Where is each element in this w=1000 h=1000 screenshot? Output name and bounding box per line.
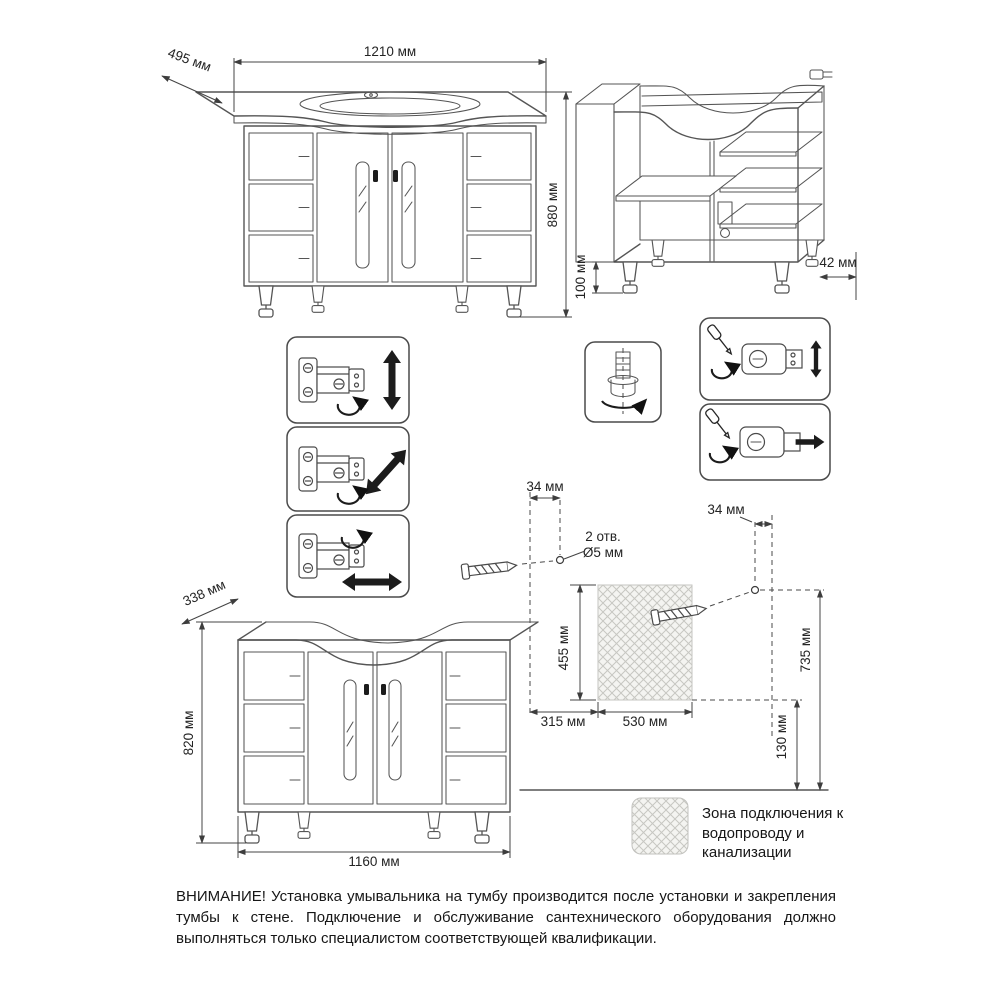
countertop <box>195 91 547 128</box>
cabinet-leg <box>805 239 819 267</box>
rear-width-label: 1160 мм <box>348 854 399 869</box>
turn-arrow-icon <box>708 445 740 464</box>
hinge-depth-adjust-box <box>286 426 413 512</box>
hinge-cup-icon <box>739 426 801 458</box>
bottom-offset-label: 130 мм <box>774 715 789 760</box>
leg-height-label: 100 мм <box>573 255 588 300</box>
back-panel <box>639 84 825 241</box>
hinge-cup-icon <box>741 343 803 375</box>
turn-arrow-icon <box>336 396 369 416</box>
cabinet-leg <box>774 261 790 294</box>
cabinet-body <box>243 125 537 287</box>
turn-arrow-icon <box>710 361 742 380</box>
mounting-hole <box>555 555 565 565</box>
offset-top-right-label: 34 мм <box>707 502 744 517</box>
rotate-arrow-icon <box>601 398 648 415</box>
rear-doors <box>307 651 443 805</box>
door-handle <box>364 684 369 695</box>
screw-icon <box>460 557 519 581</box>
warning-text: ВНИМАНИЕ! Установка умывальника на тумбу… <box>176 888 836 947</box>
front-view: 1210 мм 495 мм 880 мм <box>161 44 572 318</box>
hinge-mount-vertical-box <box>699 317 831 401</box>
cabinet-leg <box>455 285 469 313</box>
wall-gap-label: 42 мм <box>819 255 856 270</box>
wall-fixing-bolt-icon <box>809 69 833 80</box>
door-handle <box>381 684 386 695</box>
top-rail <box>641 91 823 107</box>
rear-view: 338 мм 820 мм 1160 мм <box>181 577 539 869</box>
pipe-hole <box>719 227 731 239</box>
basin-rim <box>299 91 481 117</box>
offset-top-left-label: 34 мм <box>526 479 563 494</box>
internal-view: 100 мм 42 мм <box>573 69 857 300</box>
cabinet-leg <box>622 261 638 294</box>
legend-hatch-swatch <box>631 797 689 855</box>
left-offset-label: 315 мм <box>541 714 586 729</box>
hinge-adjustment-diagrams <box>286 336 413 598</box>
rear-depth-label: 338 мм <box>181 577 228 609</box>
rear-height-label: 820 мм <box>181 711 196 756</box>
holes-height-label: 735 мм <box>798 628 813 673</box>
legend-zone-text: Зона подключения к водопроводу и канализ… <box>702 805 844 861</box>
holes-diameter-label: Ø5 мм <box>583 545 623 560</box>
front-depth-label: 495 мм <box>166 45 213 74</box>
zone-width-label: 530 мм <box>623 714 668 729</box>
faucet-hole <box>363 91 379 99</box>
cabinet-leg <box>474 811 490 844</box>
front-left-drawers <box>248 132 314 283</box>
middle-divider <box>709 140 715 262</box>
front-right-drawers <box>466 132 532 283</box>
pipe-opening <box>717 201 733 225</box>
middle-shelf <box>615 175 737 202</box>
zone-height-label: 455 мм <box>556 626 571 671</box>
hinge-vertical-adjust-box <box>286 336 410 424</box>
wall-mounting-diagram: 34 мм 34 мм 2 отв. Ø5 мм 455 мм 315 мм 5… <box>460 479 829 791</box>
door-handle <box>393 170 398 182</box>
cabinet-leg <box>258 285 274 318</box>
front-width-label: 1210 мм <box>364 44 416 59</box>
turn-arrow-icon <box>336 485 369 505</box>
cabinet-leg <box>506 285 522 318</box>
cabinet-leg <box>651 239 665 267</box>
door-handle <box>373 170 378 182</box>
hinge-mount-attach-box <box>699 403 831 481</box>
front-doors <box>316 132 464 283</box>
cabinet-leg <box>311 285 325 313</box>
right-shelf-slats <box>719 131 823 229</box>
left-side-panel <box>575 83 641 263</box>
mounting-hole <box>750 585 760 595</box>
cabinet-leg <box>427 811 441 839</box>
front-height-label: 880 мм <box>545 183 560 228</box>
plumbing-zone <box>597 584 693 701</box>
rear-left-drawers <box>243 651 305 805</box>
turn-arrow-icon <box>340 529 373 549</box>
adjustable-foot-icon <box>607 351 639 398</box>
hinge-side-adjust-box <box>286 514 410 598</box>
cabinet-leg <box>244 811 260 844</box>
cabinet-body <box>237 639 511 813</box>
cabinet-leg <box>297 811 311 839</box>
hinge-mounting-diagrams <box>699 317 831 481</box>
rear-right-drawers <box>445 651 507 805</box>
holes-count-label: 2 отв. <box>585 529 621 544</box>
leg-adjustment-box <box>584 341 662 423</box>
